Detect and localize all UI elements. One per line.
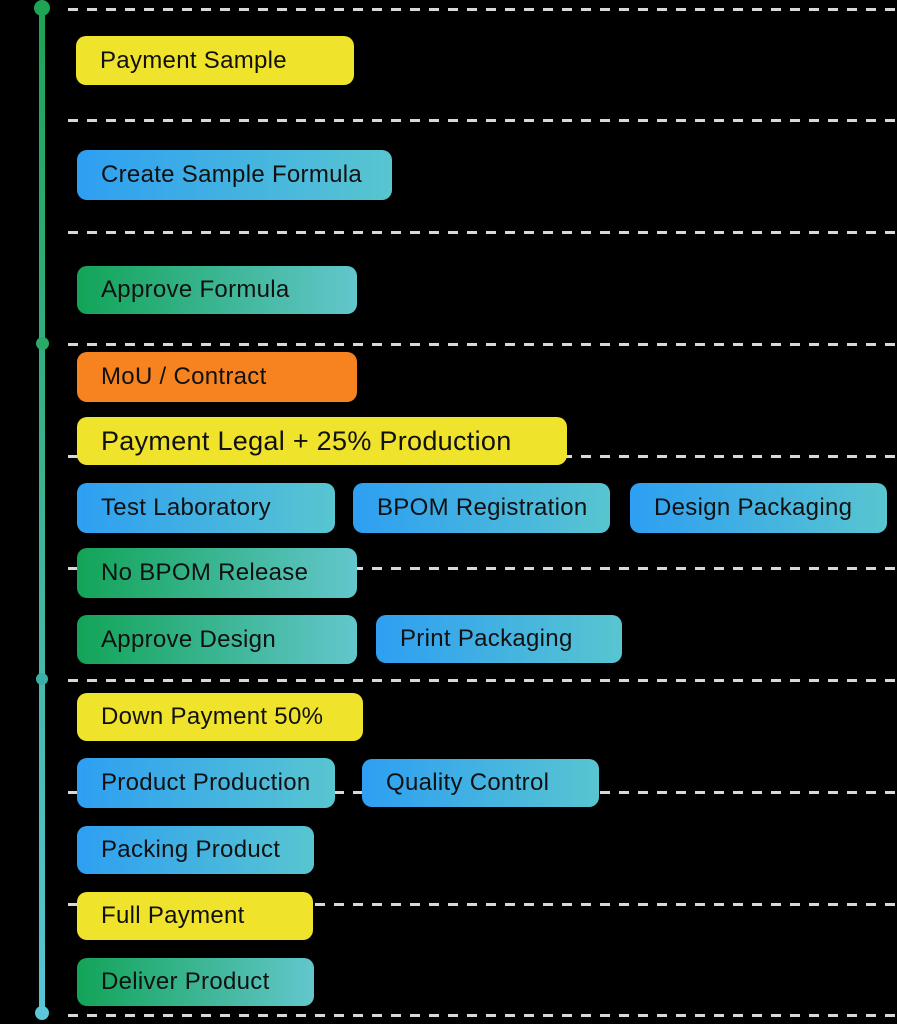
step-box-create-sample-formula: Create Sample Formula — [77, 150, 392, 200]
step-label: Create Sample Formula — [101, 161, 363, 188]
divider-line — [68, 119, 897, 122]
step-label: Print Packaging — [400, 625, 573, 652]
step-label: Payment Legal + 25% Production — [101, 425, 512, 456]
step-label: Design Packaging — [654, 494, 853, 521]
step-box-bpom-registration: BPOM Registration — [353, 483, 610, 533]
step-label: Quality Control — [386, 769, 550, 796]
step-box-packing-product: Packing Product — [77, 826, 314, 874]
divider-line — [68, 679, 897, 682]
step-box-deliver-product: Deliver Product — [77, 958, 314, 1006]
step-label: BPOM Registration — [377, 494, 588, 521]
step-label: MoU / Contract — [101, 363, 267, 390]
step-box-down-payment-50: Down Payment 50% — [77, 693, 363, 741]
divider-line — [68, 567, 897, 570]
step-box-print-packaging: Print Packaging — [376, 615, 622, 663]
step-label: Payment Sample — [100, 46, 287, 74]
timeline-node — [36, 673, 48, 685]
timeline-line — [39, 6, 45, 1014]
step-label: Packing Product — [101, 836, 281, 863]
timeline-node — [35, 1006, 49, 1020]
step-label: Test Laboratory — [101, 494, 271, 521]
divider-line — [68, 903, 897, 906]
step-box-full-payment: Full Payment — [77, 892, 313, 940]
divider-line — [68, 1014, 897, 1017]
step-box-test-laboratory: Test Laboratory — [77, 483, 335, 533]
divider-line — [68, 231, 897, 234]
step-label: Approve Formula — [101, 276, 290, 303]
step-box-payment-legal: Payment Legal + 25% Production — [77, 417, 567, 465]
step-label: No BPOM Release — [101, 559, 309, 586]
step-box-product-production: Product Production — [77, 758, 335, 808]
step-label: Approve Design — [101, 625, 276, 653]
step-box-quality-control: Quality Control — [362, 759, 599, 807]
step-label: Deliver Product — [101, 968, 270, 995]
divider-line — [68, 8, 897, 11]
step-box-approve-design: Approve Design — [77, 615, 357, 664]
step-box-payment-sample: Payment Sample — [76, 36, 354, 85]
step-box-design-packaging: Design Packaging — [630, 483, 887, 533]
step-label: Down Payment 50% — [101, 703, 324, 730]
step-box-mou-contract: MoU / Contract — [77, 352, 357, 402]
timeline-node — [35, 336, 49, 350]
divider-line — [68, 343, 897, 346]
step-label: Full Payment — [101, 902, 245, 929]
timeline-node — [34, 0, 50, 16]
step-box-approve-formula: Approve Formula — [77, 266, 357, 314]
step-box-no-bpom-release: No BPOM Release — [77, 548, 357, 598]
step-label: Product Production — [101, 769, 311, 796]
